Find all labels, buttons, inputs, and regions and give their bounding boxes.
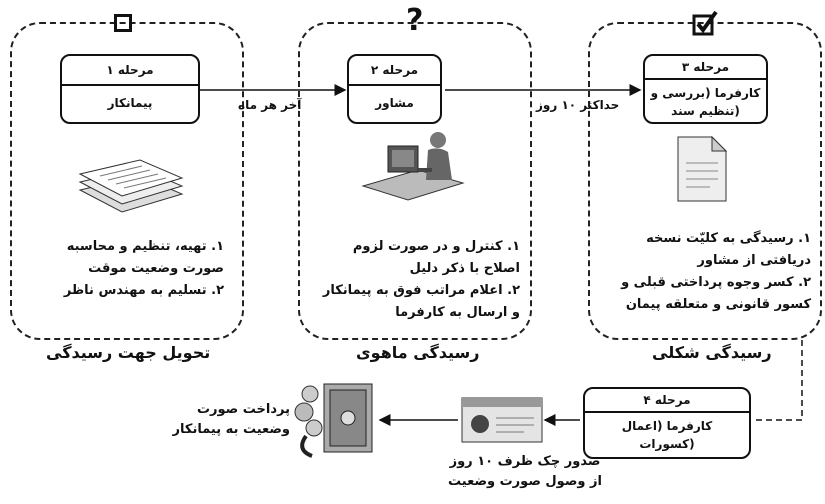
- document-icon: [677, 135, 728, 202]
- safe-with-coins-icon: [294, 383, 373, 458]
- arrow-label-max-10-days: حداکثر ۱۰ روز: [536, 98, 620, 112]
- note-line: اصلاح با ذکر دلیل: [409, 261, 520, 276]
- lane-formal-review: [588, 22, 822, 340]
- stage-3-header: مرحله ۳: [645, 56, 766, 80]
- paper-stack-icon: [78, 159, 184, 213]
- stage-1-box: مرحله ۱ پیمانکار: [60, 54, 200, 124]
- empty-square-icon: [114, 14, 132, 32]
- stage-3-actor: کارفرما (بررسی و تنظیم سند): [650, 86, 761, 118]
- lane-3-notes: ۱. رسیدگی به کلیّت نسخه دریافتی از مشاور…: [595, 228, 811, 316]
- lane-2-title: رسیدگی ماهوی: [356, 343, 480, 362]
- lane-delivery: [10, 22, 244, 340]
- note-line: ۱. تهیه، تنظیم و محاسبه: [66, 239, 224, 254]
- question-mark-icon: ?: [406, 3, 424, 38]
- lane-3-title: رسیدگی شکلی: [652, 343, 772, 362]
- stage-4-header: مرحله ۴: [585, 389, 749, 413]
- stage-3-box: مرحله ۳ کارفرما (بررسی و تنظیم سند): [643, 54, 768, 124]
- arrow-label-monthly: آخر هر ماه: [238, 98, 302, 112]
- note-line: و ارسال به کارفرما: [395, 305, 520, 320]
- stage-1-actor: پیمانکار: [107, 96, 153, 110]
- lane-1-notes: ۱. تهیه، تنظیم و محاسبه صورت وضعیت موقت …: [28, 236, 224, 302]
- note-line: ۱. کنترل و در صورت لزوم: [352, 239, 520, 254]
- payment-caption: پرداخت صورت وضعیت به پیمانکار: [172, 402, 290, 437]
- lane-substantive-review: [298, 22, 532, 340]
- bank-check-icon: [461, 397, 543, 443]
- checked-box-icon: [692, 10, 718, 36]
- note-line: کسور قانونی و متعلقه پیمان: [625, 297, 811, 312]
- stage-4-box: مرحله ۴ کارفرما (اعمال کسورات): [583, 387, 751, 459]
- note-line: ۲. کسر وجوه پرداختی قبلی و: [621, 275, 811, 290]
- note-line: ۲. اعلام مراتب فوق به پیمانکار: [322, 283, 520, 298]
- stage-2-actor: مشاور: [375, 96, 414, 110]
- stage-2-box: مرحله ۲ مشاور: [347, 54, 442, 124]
- stage-4-actor: کارفرما (اعمال کسورات): [621, 419, 713, 451]
- stage-4-caption: صدور چک ظرف ۱۰ روز از وصول صورت وضعیت: [448, 454, 602, 489]
- lane-2-notes: ۱. کنترل و در صورت لزوم اصلاح با ذکر دلی…: [306, 236, 520, 324]
- note-line: صورت وضعیت موقت: [88, 261, 224, 276]
- lane-1-title: تحویل جهت رسیدگی: [46, 343, 211, 362]
- stage-2-header: مرحله ۲: [349, 56, 440, 86]
- person-at-computer-icon: [361, 132, 465, 201]
- note-line: دریافتی از مشاور: [697, 253, 811, 268]
- stage-1-header: مرحله ۱: [62, 56, 198, 86]
- note-line: ۱. رسیدگی به کلیّت نسخه: [646, 231, 811, 246]
- note-line: ۲. تسلیم به مهندس ناظر: [63, 283, 224, 298]
- dashed-link-stage3-to-stage4: [752, 340, 803, 421]
